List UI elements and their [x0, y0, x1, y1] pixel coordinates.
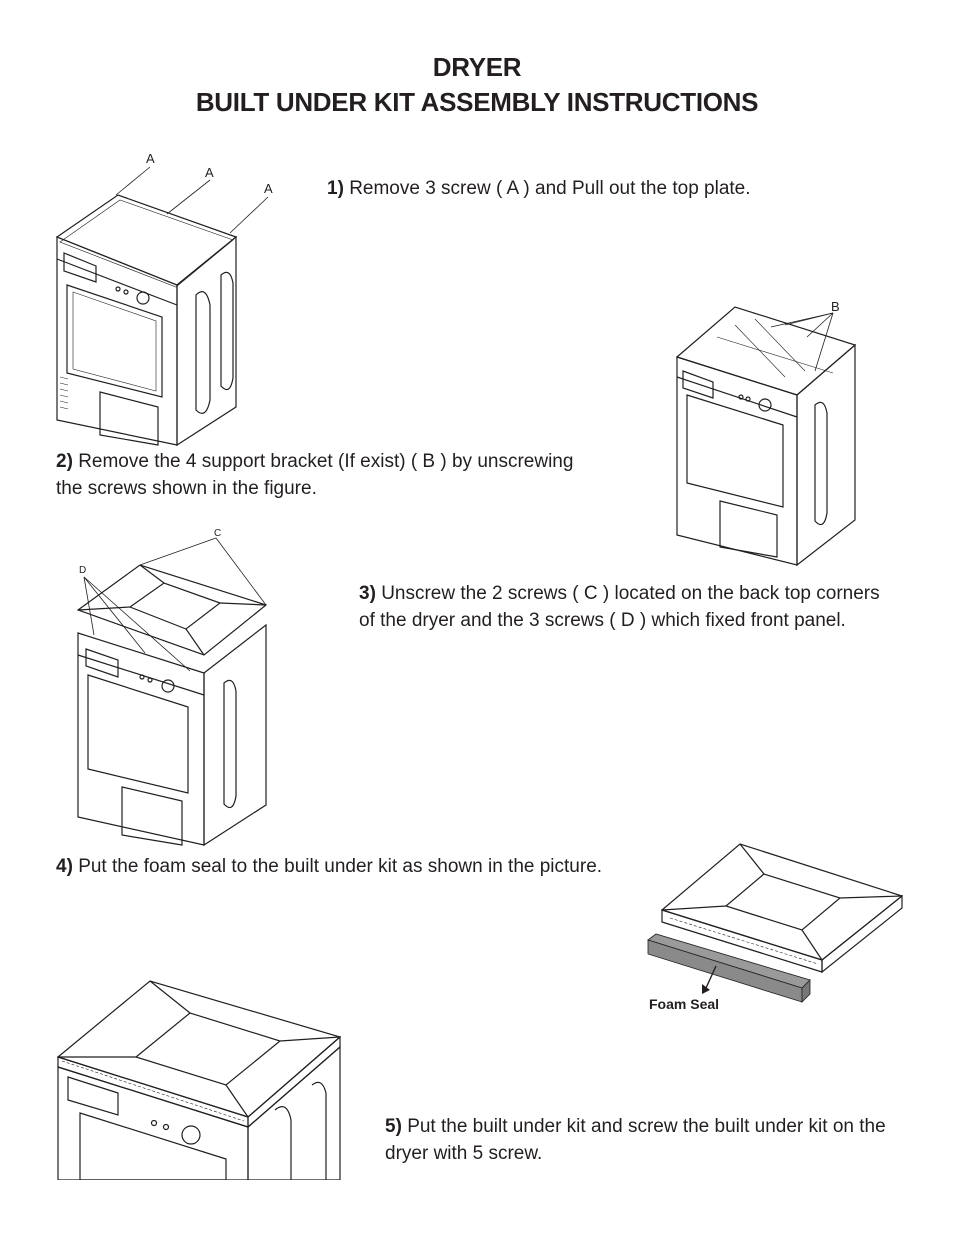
- step-2: 2) Remove the 4 support bracket (If exis…: [56, 449, 576, 502]
- step-5-number: 5): [385, 1116, 402, 1137]
- figure-3-dryer-screws-c-d: C D: [76, 528, 268, 847]
- step-3-text: Unscrew the 2 screws ( C ) located on th…: [359, 583, 880, 631]
- figure-4-foam-seal: Foam Seal: [647, 843, 904, 1012]
- figure-5-dryer-with-kit: [56, 980, 342, 1180]
- step-4-number: 4): [56, 856, 73, 877]
- figure-4-label-foam-seal: Foam Seal: [649, 996, 719, 1012]
- figure-3-label-d: D: [79, 565, 86, 576]
- step-2-number: 2): [56, 451, 73, 472]
- document-title-line1: DRYER: [432, 52, 522, 82]
- step-5-text: Put the built under kit and screw the bu…: [385, 1116, 886, 1164]
- step-1: 1) Remove 3 screw ( A ) and Pull out the…: [327, 176, 887, 203]
- step-1-number: 1): [327, 178, 344, 199]
- figure-1-label-a3: A: [264, 181, 273, 196]
- step-2-text: Remove the 4 support bracket (If exist) …: [56, 451, 574, 499]
- figure-1-label-a1: A: [146, 151, 155, 166]
- figure-2-label-b: B: [831, 299, 840, 314]
- step-4-text: Put the foam seal to the built under kit…: [78, 856, 603, 877]
- figure-3-label-c: C: [214, 528, 221, 539]
- step-4: 4) Put the foam seal to the built under …: [56, 854, 631, 881]
- step-3: 3) Unscrew the 2 screws ( C ) located on…: [359, 581, 899, 634]
- document-title-line2: BUILT UNDER KIT ASSEMBLY INSTRUCTIONS: [195, 87, 759, 117]
- step-3-number: 3): [359, 583, 376, 604]
- step-1-text: Remove 3 screw ( A ) and Pull out the to…: [349, 178, 751, 199]
- step-5: 5) Put the built under kit and screw the…: [385, 1114, 905, 1167]
- figure-1-label-a2: A: [205, 165, 214, 180]
- figure-1-dryer-top-plate: A A A: [55, 151, 273, 447]
- figure-2-dryer-support-brackets: B: [675, 299, 857, 567]
